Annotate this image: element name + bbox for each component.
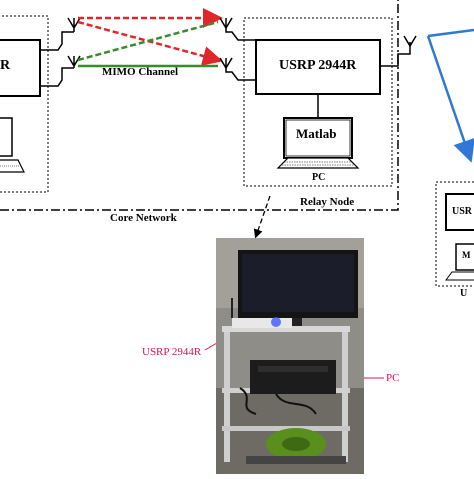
relay-usrp-box	[255, 39, 381, 95]
relay-node-enclosure	[243, 17, 393, 187]
relay-to-photo-arrow	[253, 195, 271, 239]
mimo-links	[77, 8, 223, 68]
relay-node-label: Relay Node	[300, 196, 355, 208]
right-usrp-label: USR	[452, 206, 473, 217]
core-network-boundary	[0, 0, 399, 211]
core-network-label: Core Network	[110, 212, 177, 224]
pc-label: PC	[312, 172, 326, 183]
right-usrp-box	[445, 193, 474, 231]
photo-pc-annotation: PC	[386, 372, 400, 384]
photo-usrp-annotation: USRP 2944R	[142, 346, 202, 358]
right-matlab-label: M	[462, 250, 471, 260]
left-usrp-label: R	[0, 58, 11, 73]
testbed-photo	[216, 238, 364, 474]
relay-rx-antennas	[219, 17, 256, 81]
relay-tx-antenna	[380, 35, 417, 67]
matlab-label: Matlab	[296, 126, 337, 141]
mimo-channel-label: MIMO Channel	[102, 66, 179, 78]
blue-link-down	[426, 35, 474, 163]
left-antennas	[40, 17, 81, 87]
blue-link-top	[427, 28, 474, 38]
left-pc-icon	[0, 117, 25, 173]
left-node-enclosure	[0, 15, 49, 193]
relay-usrp-label: USRP 2944R	[279, 58, 357, 73]
right-node-label: U	[460, 288, 468, 299]
left-usrp-box	[0, 39, 41, 97]
right-node-enclosure	[435, 181, 474, 287]
right-pc-icon	[445, 243, 474, 281]
testbed-photo-art	[216, 238, 364, 474]
relay-pc-icon	[276, 117, 360, 169]
